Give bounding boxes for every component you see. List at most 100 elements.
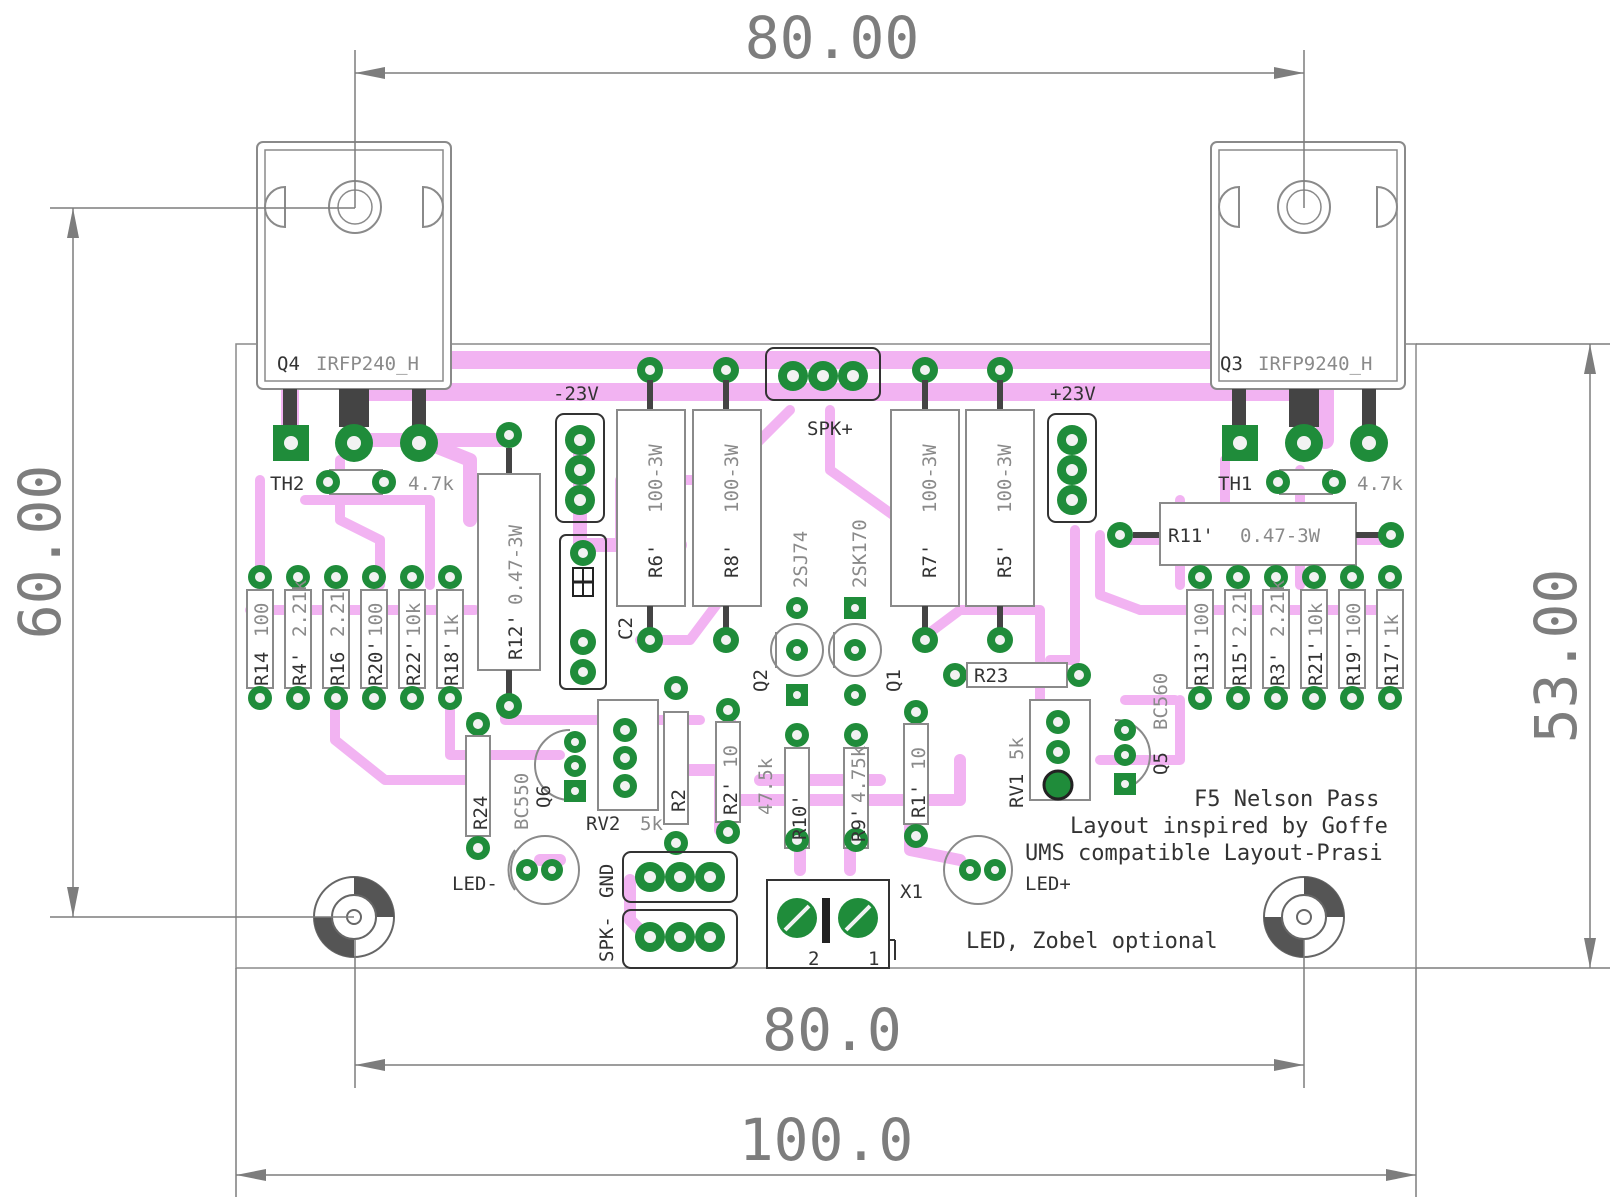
r12p-ref: R12' [505,614,527,660]
r6p-value: 100-3W [645,444,667,513]
left-bank-resistor-ref: R16 [327,652,349,686]
left-bank-resistor-value: 100 [365,603,387,637]
dimension-bottom-inner-label: 80.0 [762,996,902,1064]
resistor-r23 [943,662,1091,688]
q1-ref: Q1 [883,669,905,692]
left-bank-resistor-value: 100 [251,603,273,637]
right-bank-resistor-ref: R13' [1191,640,1213,686]
resistor-r24 [465,712,491,860]
note-compatible: UMS compatible Layout-Prasi [1025,841,1383,866]
r9p-value: 4.75k [848,745,870,803]
resistor-r11p [1107,502,1404,566]
gnd-connector [622,851,738,903]
right-bank-resistor: R21' 10k [1300,565,1328,710]
left-bank-resistor-ref: R14 [251,652,273,686]
rv1-value: 5k [1006,737,1028,760]
right-bank-resistor-value: 100 [1191,603,1213,637]
r9p-ref: R9' [848,808,870,842]
trimmer-rv2 [597,699,659,811]
thermistor-th1 [1266,469,1346,495]
left-bank-resistor-value: 1k [441,614,463,637]
resistor-r10p [784,723,810,852]
rv2-ref: RV2 [586,813,620,835]
rv1-ref: RV1 [1006,774,1028,808]
r2p-ref: R2' [720,781,742,815]
th1-ref: TH1 [1218,473,1252,495]
left-bank-resistor: R22'10k [398,565,426,710]
q5-ref: Q5 [1150,752,1172,775]
right-bank-resistor-value: 10k [1305,602,1327,637]
dimension-bottom-outer [235,968,1417,1197]
r7p-ref: R7' [919,544,941,578]
r10p-value: 47.5k [755,757,777,815]
x1-pin1-label: 1 [868,948,879,970]
q3-ref: Q3 [1220,353,1243,375]
q2-ref: Q2 [750,669,772,692]
q4-ref: Q4 [277,353,300,375]
q6-part: BC550 [511,773,533,830]
r2p-value: 10 [720,745,742,768]
r5p-value: 100-3W [994,444,1016,513]
dimension-right-label: 53.00 [1522,569,1590,744]
r12p-value: 0.47-3W [505,524,527,605]
left-bank-resistor-value: 2.21 [327,591,349,637]
dimension-left [50,207,355,918]
thermistor-th2 [316,469,396,495]
r6p-ref: R6' [645,544,667,578]
right-bank-resistor: R15'2.21 [1224,565,1252,710]
th2-ref: TH2 [270,473,304,495]
left-bank-resistor-ref: R4' [289,652,311,686]
transistor-q4 [256,141,452,462]
dimension-bottom-inner [354,940,1305,1088]
led-minus-label: LED- [452,873,498,895]
resistor-r12p [477,422,541,719]
r23-ref: R23 [974,665,1008,687]
led-plus-label: LED+ [1025,873,1071,895]
r8p-value: 100-3W [721,444,743,513]
dimension-left-label: 60.00 [6,465,74,640]
left-bank-resistor: R16 2.21 [322,565,350,710]
r1p-value: 10 [908,747,930,770]
q4-part: IRFP240_H [316,353,419,375]
spk-plus-connector [765,347,881,401]
right-bank-resistor: R19'100 [1338,565,1366,710]
right-bank-resistor: R3'2.21k [1262,565,1290,710]
left-bank-resistor: R18' 1k [436,565,464,710]
r8p-ref: R8' [721,544,743,578]
q5-part: BC560 [1150,673,1172,730]
dimension-right [1416,343,1610,969]
resistor-r2 [663,676,689,855]
gnd-label: GND [596,864,618,898]
left-bank-resistor-ref: R20' [365,640,387,686]
left-bank-resistor-value: 2.21k [289,579,311,637]
neg-rail-label: -23V [553,383,599,405]
resistor-r9p [843,723,869,852]
left-bank-resistor-ref: R18' [441,640,463,686]
spk-minus-label: SPK- [596,916,618,962]
r7p-value: 100-3W [919,444,941,513]
th2-value: 4.7k [408,473,454,495]
spk-minus-connector [622,909,738,969]
x1-label: X1 [900,881,923,903]
transistor-q1 [828,597,882,706]
r11p-ref: R11' [1168,525,1214,547]
capacitor-c2 [559,534,607,690]
led-minus [507,835,580,905]
r10p-ref: R10' [789,794,811,840]
r5p-ref: R5' [994,544,1016,578]
transistor-q6 [534,729,586,802]
right-bank-resistor-value: 100 [1343,603,1365,637]
right-bank-resistor-value: 2.21k [1267,579,1289,637]
left-bank-resistor: R20' 100 [360,565,388,710]
r24-ref: R24 [470,796,492,830]
transistor-q2 [770,597,824,706]
r1p-ref: R1' [908,784,930,818]
right-bank-resistor: R17'1k [1376,565,1404,710]
q6-ref: Q6 [533,785,555,808]
left-bank-resistor-ref: R22' [403,640,425,686]
pos-rail-label: +23V [1050,383,1096,405]
q3-part: IRFP9240_H [1258,353,1372,375]
right-bank-resistor-ref: R21' [1305,640,1327,686]
trimmer-rv1 [1029,699,1091,801]
